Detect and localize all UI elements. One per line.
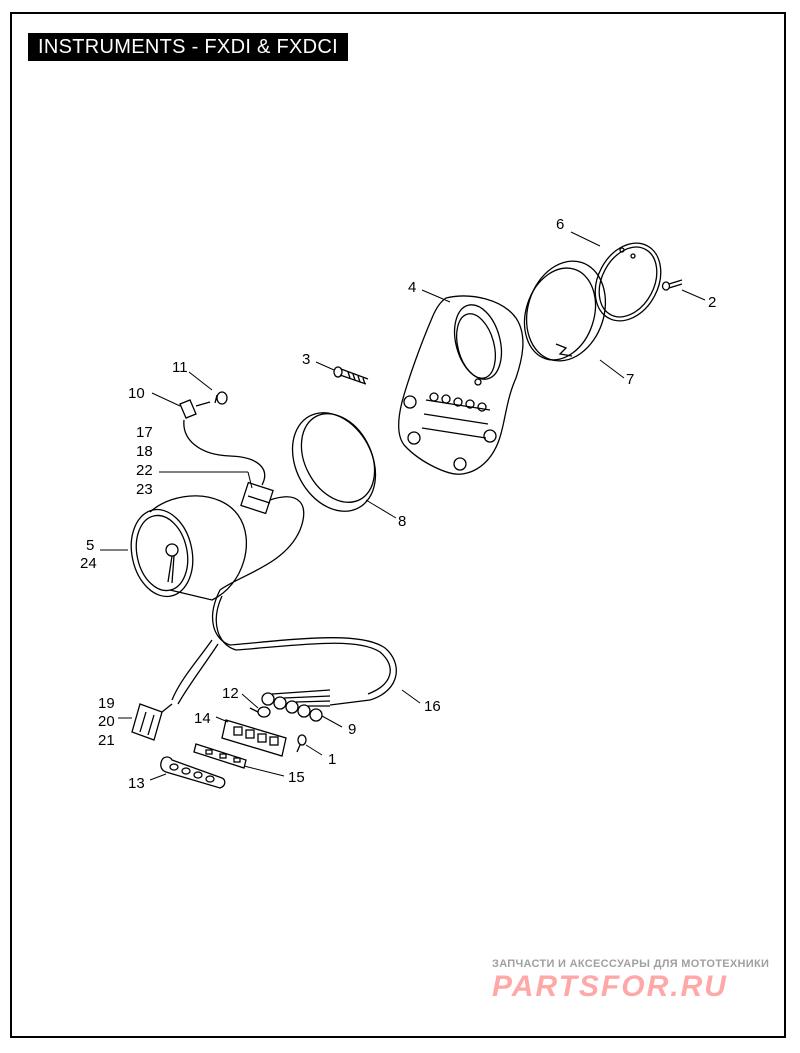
part-bezel-ring: [291, 412, 377, 512]
part-trim-ring: [523, 260, 607, 362]
callout-10: 10: [128, 385, 145, 402]
callout-3: 3: [302, 351, 310, 368]
leader-lines: [100, 231, 706, 781]
callout-20: 20: [98, 713, 115, 730]
part-lens-strip-15: [193, 743, 247, 769]
callout-21: 21: [98, 732, 115, 749]
callout-12: 12: [222, 685, 239, 702]
part-harness-16: [171, 589, 397, 706]
callout-11: 11: [172, 359, 188, 376]
watermark-logo: PARTSFOR.RU: [492, 970, 728, 1003]
callout-5: 5: [86, 537, 94, 554]
part-bolt-3: [333, 366, 369, 385]
part-bulb-12: [249, 706, 271, 718]
callout-labels: 6 2 4 3 7 11 10 17 18 22 23 8 5 24 12 16…: [80, 216, 716, 792]
part-speedometer: [130, 495, 247, 601]
callout-18: 18: [136, 443, 153, 460]
callout-2: 2: [708, 294, 716, 311]
callout-17: 17: [136, 424, 153, 441]
part-lamp-holder-14: [221, 719, 287, 757]
part-connector-19: [131, 703, 173, 741]
callout-19: 19: [98, 695, 115, 712]
callout-13: 13: [128, 775, 145, 792]
callout-16: 16: [424, 698, 441, 715]
callout-14: 14: [194, 710, 211, 727]
part-connector-22: [219, 481, 305, 591]
callout-22: 22: [136, 462, 153, 479]
part-cap-11: [214, 391, 228, 405]
part-indicator-strip-13: [160, 756, 226, 789]
callout-15: 15: [288, 769, 305, 786]
watermark-tagline: ЗАПЧАСТИ И АКСЕССУАРЫ ДЛЯ МОТОТЕХНИКИ: [492, 958, 770, 970]
callout-6: 6: [556, 216, 564, 233]
callout-4: 4: [408, 279, 416, 296]
part-housing: [397, 295, 524, 475]
part-switch-10: [179, 399, 266, 486]
diagram-frame: [10, 12, 786, 1038]
callout-8: 8: [398, 513, 406, 530]
callout-23: 23: [136, 481, 153, 498]
callout-1: 1: [328, 751, 336, 768]
part-gasket: [594, 242, 662, 322]
part-screw-1: [296, 734, 307, 753]
part-bulbs-9: [261, 689, 331, 722]
callout-9: 9: [348, 721, 356, 738]
callout-24: 24: [80, 555, 97, 572]
callout-7: 7: [626, 371, 634, 388]
part-screw-2: [661, 279, 683, 291]
page-title: INSTRUMENTS - FXDI & FXDCI: [28, 33, 349, 61]
